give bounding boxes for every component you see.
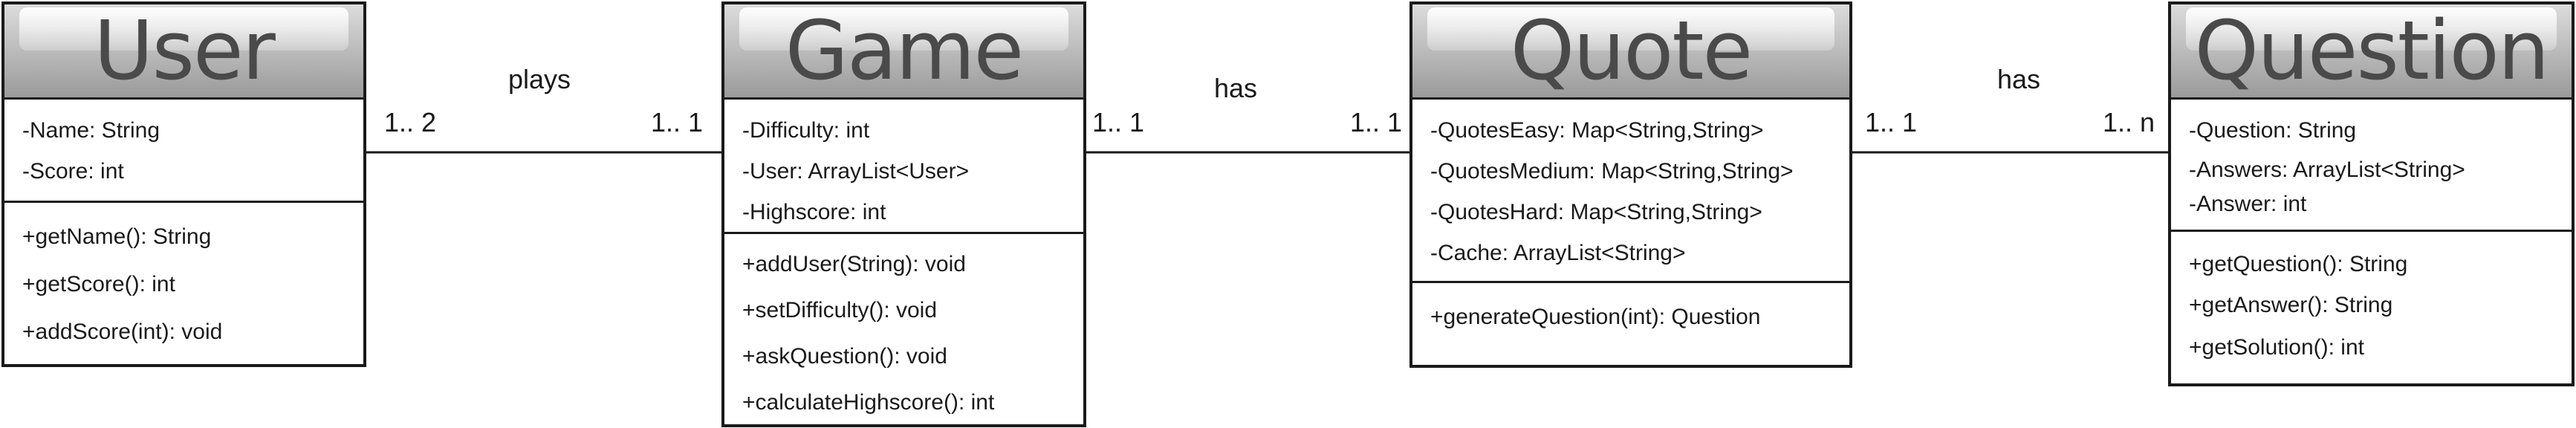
attribute: -Name: String [22, 118, 160, 143]
method: +generateQuestion(int): Question [1430, 305, 1761, 329]
method-section: +getQuestion(): String +getAnswer(): Str… [2171, 232, 2572, 370]
attribute: -Highscore: int [742, 200, 886, 224]
method: +addUser(String): void [742, 252, 966, 276]
attribute: -QuotesMedium: Map<String,String> [1430, 159, 1794, 184]
multiplicity-quote-side: 1.. 1 [1350, 107, 1403, 137]
method-section: +getName(): String +getScore(): int +add… [4, 203, 363, 356]
attribute: -Difficulty: int [742, 118, 870, 143]
method: +getQuestion(): String [2189, 252, 2408, 276]
class-user[interactable]: User -Name: String -Score: int +getName(… [1, 1, 366, 367]
method: +calculateHighscore(): int [742, 390, 995, 415]
method-section: +generateQuestion(int): Question [1412, 283, 1849, 337]
class-header: Game [724, 4, 1083, 100]
method: +getName(): String [22, 224, 212, 249]
attribute: -Answer: int [2189, 192, 2307, 216]
attribute-section: -Name: String -Score: int [4, 100, 363, 203]
attribute-section: -Difficulty: int -User: ArrayList<User> … [724, 100, 1083, 234]
association-label-plays: plays [508, 64, 571, 94]
multiplicity-quote-side: 1.. 1 [1865, 107, 1918, 137]
method: +getScore(): int [22, 272, 175, 296]
attribute: -Cache: ArrayList<String> [1430, 241, 1686, 265]
class-game[interactable]: Game -Difficulty: int -User: ArrayList<U… [721, 1, 1086, 427]
attribute: -Answers: ArrayList<String> [2189, 158, 2465, 182]
class-header: Question [2171, 4, 2572, 100]
class-name: User [94, 3, 276, 98]
association-label-has-game-quote: has [1214, 73, 1258, 103]
multiplicity-game-side: 1.. 1 [1092, 107, 1145, 137]
attribute: -User: ArrayList<User> [742, 159, 970, 184]
attribute: -Score: int [22, 159, 124, 184]
method: +getSolution(): int [2189, 335, 2364, 360]
method: +getAnswer(): String [2189, 293, 2393, 317]
attribute-section: -QuotesEasy: Map<String,String> -QuotesM… [1412, 100, 1849, 283]
class-name: Quote [1510, 3, 1753, 98]
class-header: Quote [1412, 4, 1849, 100]
class-header: User [4, 4, 363, 100]
multiplicity-user-side: 1.. 2 [384, 107, 437, 137]
method: +askQuestion(): void [742, 344, 947, 369]
multiplicity-question-side: 1.. n [2103, 107, 2155, 137]
method: +setDifficulty(): void [742, 298, 938, 322]
multiplicity-game-side: 1.. 1 [651, 107, 704, 137]
attribute: -QuotesHard: Map<String,String> [1430, 200, 1762, 224]
attribute: -QuotesEasy: Map<String,String> [1430, 118, 1764, 143]
class-quote[interactable]: Quote -QuotesEasy: Map<String,String> -Q… [1409, 1, 1852, 368]
method-section: +addUser(String): void +setDifficulty():… [724, 234, 1083, 426]
attribute: -Question: String [2189, 118, 2357, 143]
method: +addScore(int): void [22, 320, 223, 344]
attribute-section: -Question: String -Answers: ArrayList<St… [2171, 100, 2572, 232]
class-name: Question [2194, 3, 2550, 98]
class-name: Game [785, 3, 1024, 98]
association-label-has-quote-question: has [1997, 64, 2041, 94]
class-question[interactable]: Question -Question: String -Answers: Arr… [2168, 1, 2575, 386]
